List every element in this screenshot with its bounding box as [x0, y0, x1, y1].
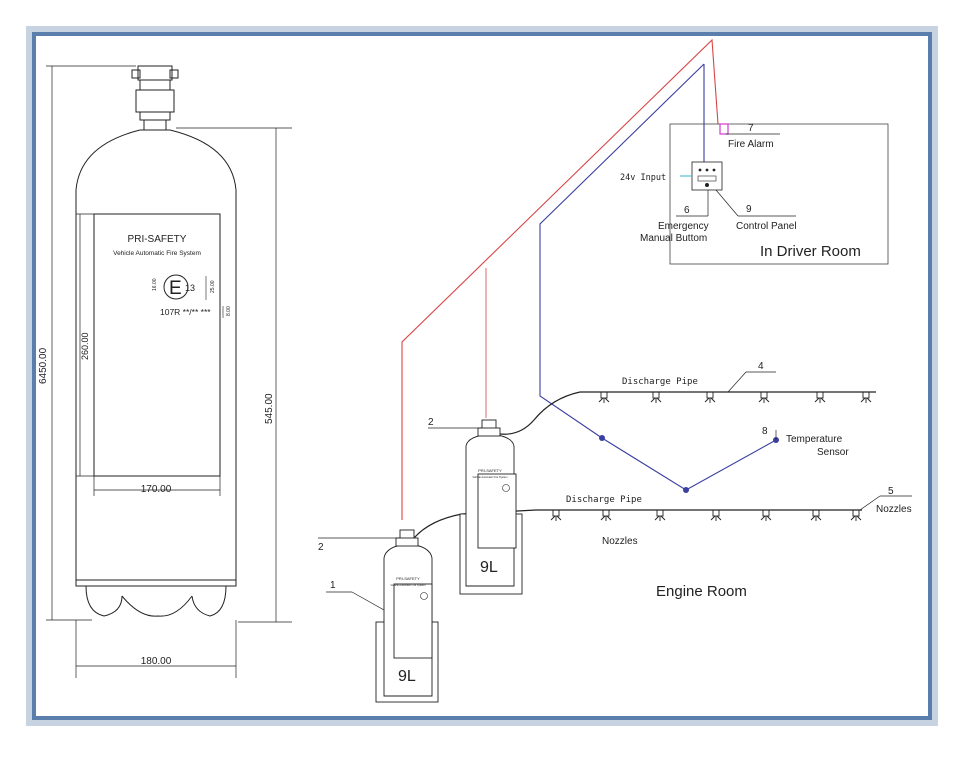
approval-dim-right: 25.00 [210, 280, 216, 293]
callout-5-num: 5 [888, 486, 894, 497]
callout-4-num: 4 [758, 361, 764, 372]
dim-body-height: 545.00 [264, 393, 275, 424]
nozzle [814, 391, 826, 403]
brand-subtitle: Vehicle Automatic Fire System [113, 250, 201, 257]
nozzle [810, 509, 822, 521]
nozzle [550, 509, 562, 521]
lower-nozzles-label: Nozzles [602, 536, 638, 547]
sensor-node [599, 435, 605, 441]
driver-room-box [669, 123, 889, 265]
upper-nozzles [598, 391, 872, 403]
upper-pipe-label: Discharge Pipe [622, 377, 698, 387]
dim-total-height: 6450.00 [38, 347, 49, 384]
approval-mark: E 13 16.00 25.00 [152, 274, 216, 300]
callout-8-num: 8 [762, 426, 768, 437]
tank-rear [459, 419, 523, 595]
nozzle [860, 391, 872, 403]
nozzle [710, 509, 722, 521]
regulation-text: 107R **/** *** [160, 307, 211, 317]
callout-6-num: 6 [684, 205, 690, 216]
dimension-lines [46, 65, 292, 678]
lower-pipe-label: Discharge Pipe [566, 495, 642, 505]
callout-8-line2: Sensor [817, 447, 849, 458]
lower-nozzles [550, 509, 862, 521]
nozzle [650, 391, 662, 403]
callout-9-num: 9 [746, 204, 752, 215]
sensor-node [683, 487, 689, 493]
tank-front-mark [420, 592, 428, 600]
callout-7-num: 7 [748, 123, 754, 134]
tank-front-brand: PRI-SAFETY [396, 576, 420, 581]
cylinder-body [75, 129, 237, 587]
dim-label-width: 170.00 [141, 484, 172, 495]
tank-front-volume: 9L [398, 668, 416, 685]
callout-1-num: 1 [330, 580, 336, 591]
nozzle [598, 391, 610, 403]
callout-8-line1: Temperature [786, 434, 843, 445]
tank-rear-sub: Vehicle Automatic Fire System [472, 475, 507, 479]
red-signal-wire [401, 38, 719, 520]
tank-front [375, 529, 439, 703]
callout-2b-num: 2 [318, 542, 324, 553]
blue-sensor-wire [539, 63, 777, 491]
dim-label-height: 260.00 [80, 332, 90, 360]
cylinder-label-panel [93, 213, 221, 477]
callout-2-num: 2 [428, 417, 434, 428]
engine-room-title: Engine Room [656, 583, 747, 600]
approval-dim-left: 16.00 [152, 278, 158, 291]
tank-rear-volume: 9L [480, 559, 498, 576]
input-label: 24v Input [620, 173, 666, 183]
nozzle [758, 391, 770, 403]
outer-shadow [26, 26, 938, 726]
nozzle [850, 509, 862, 521]
tank-rear-mark [502, 484, 510, 492]
fire-alarm-icon [719, 123, 729, 135]
callout-7-label: Fire Alarm [728, 139, 774, 150]
nozzle [704, 391, 716, 403]
nozzle [654, 509, 666, 521]
dim-body-width: 180.00 [141, 656, 172, 667]
approval-dim-small: 8.00 [226, 306, 232, 316]
callout-6-line2: Manual Buttom [640, 233, 707, 244]
approval-mark-number: 13 [185, 283, 195, 293]
cylinder-technical-drawing [75, 65, 237, 617]
callout-9-label: Control Panel [736, 221, 797, 232]
nozzle [760, 509, 772, 521]
tank-front-sub: Vehicle Automatic Fire System [390, 583, 425, 587]
callout-5-label: Nozzles [876, 504, 912, 515]
tank-rear-brand: PRI-SAFETY [478, 468, 502, 473]
driver-room-title: In Driver Room [760, 243, 861, 260]
callout-6-line1: Emergency [658, 221, 709, 232]
brand-text: PRI-SAFETY [128, 234, 187, 245]
approval-mark-letter: E [169, 278, 182, 299]
nozzle [600, 509, 612, 521]
outer-border [32, 32, 932, 720]
